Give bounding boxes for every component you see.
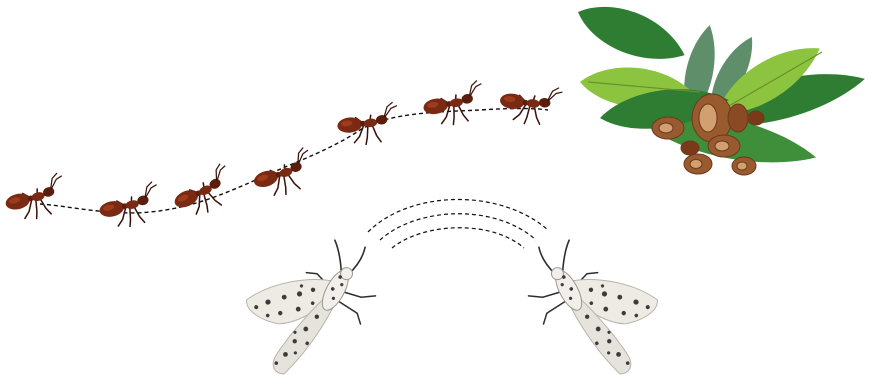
food-source (570, 0, 869, 176)
ant-3 (168, 163, 239, 223)
moth-right (511, 210, 681, 388)
ant-5 (336, 102, 401, 147)
moth-left (223, 210, 393, 388)
ant-2 (96, 181, 164, 232)
ant-4 (249, 147, 319, 203)
ant-7 (498, 82, 563, 127)
signal-arcs (368, 199, 548, 248)
ant-6 (420, 80, 487, 129)
pheromone-trail (40, 109, 548, 213)
ant-1 (1, 172, 69, 225)
